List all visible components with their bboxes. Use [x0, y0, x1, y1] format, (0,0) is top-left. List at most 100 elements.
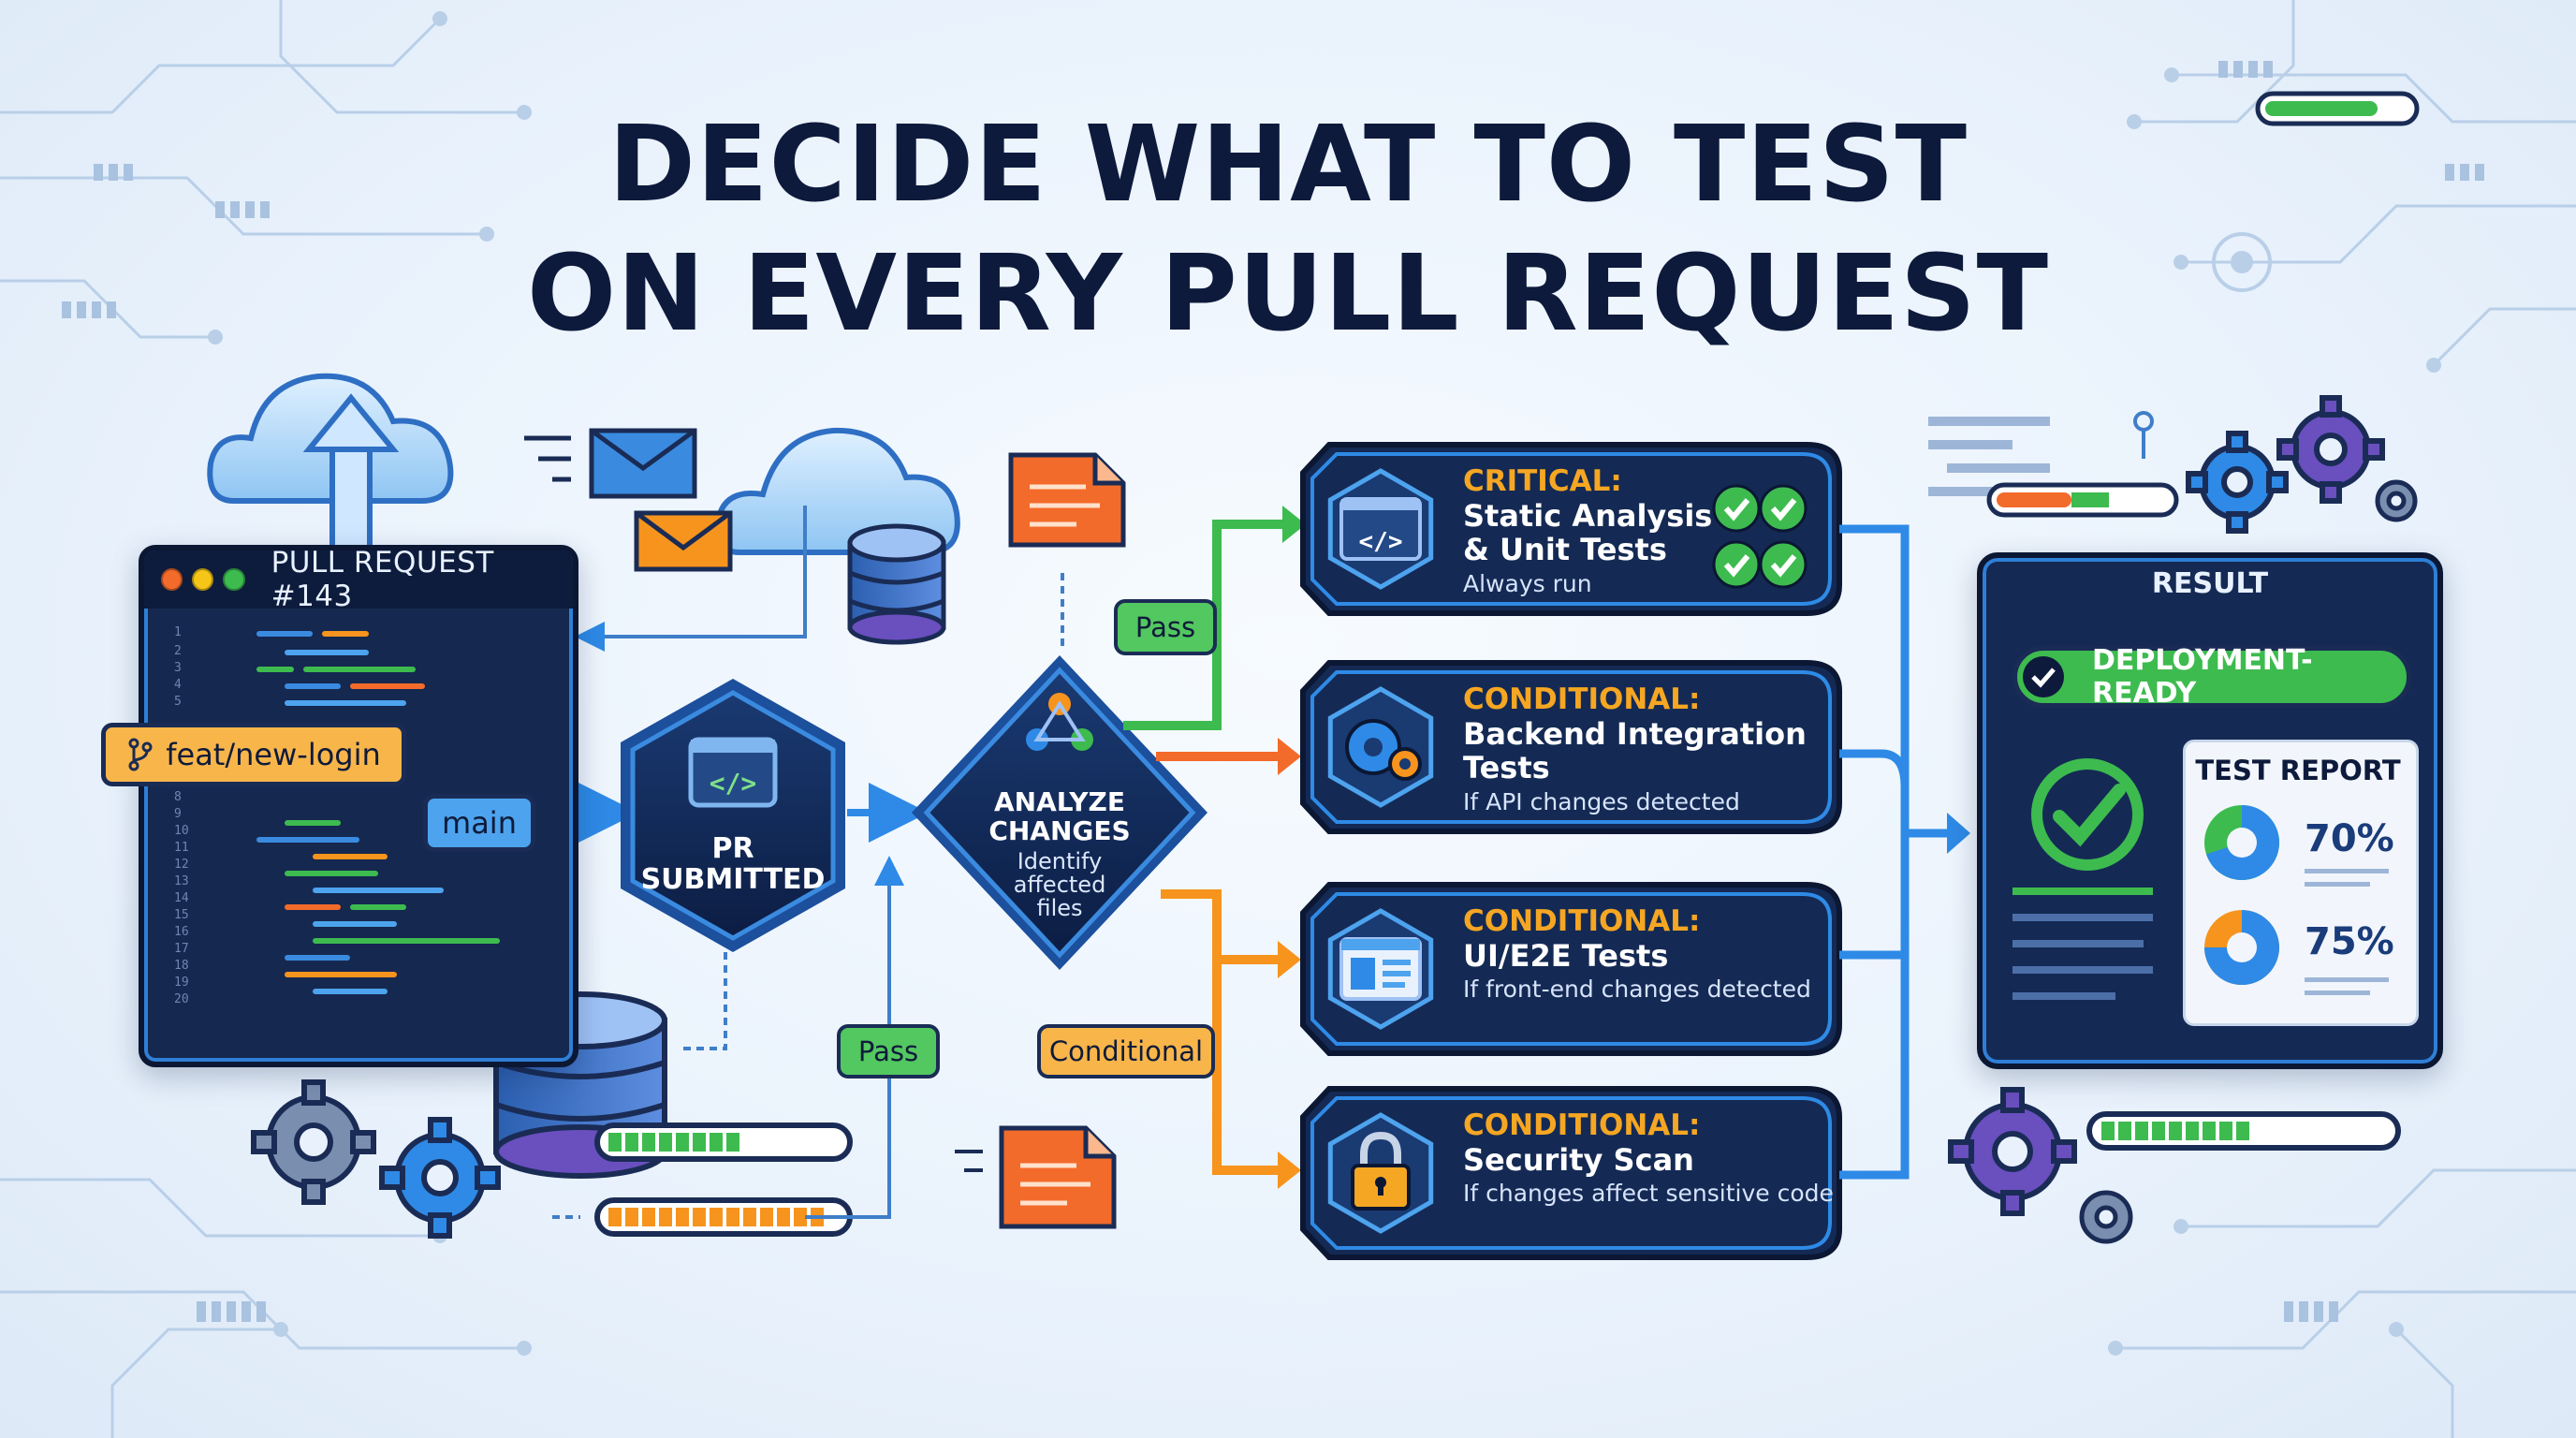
test-card-4 [1300, 1086, 1842, 1260]
line-number: 8 [174, 790, 182, 804]
line-number: 13 [174, 874, 189, 888]
result-title: RESULT [2151, 567, 2269, 600]
code-line [350, 683, 425, 689]
test-name-cont: & Unit Tests [1463, 532, 1667, 568]
svg-text:</>: </> [710, 768, 757, 799]
line-number: 3 [174, 661, 182, 675]
pass-label-bottom: Pass [837, 1024, 940, 1078]
pie-hole [2227, 828, 2257, 858]
code-line [256, 667, 294, 672]
main-branch-pill: main [423, 794, 535, 852]
test-condition: Always run [1463, 570, 1592, 598]
gear-icon [2276, 395, 2385, 504]
gear-icon [251, 1079, 376, 1205]
code-line [285, 904, 341, 910]
code-line [313, 921, 397, 927]
feature-branch-pill: feat/new-login [101, 723, 406, 786]
line-number: 11 [174, 841, 189, 855]
code-brackets-icon: </> [1339, 497, 1422, 561]
code-line [313, 989, 388, 994]
check-icon [2023, 656, 2064, 697]
analyze-changes-label: ANALYZE CHANGES Identify affected files [947, 787, 1172, 921]
analyze-changes-node [912, 655, 1208, 970]
analyze-line-2: CHANGES [988, 814, 1131, 846]
test-category: CONDITIONAL: [1463, 682, 1701, 716]
main-branch-label: main [442, 805, 517, 841]
pr-submitted-line-1: PR [711, 832, 754, 865]
gear-icon [1345, 719, 1422, 781]
close-dot[interactable] [161, 568, 183, 591]
test-category: CRITICAL: [1463, 464, 1622, 498]
code-line [313, 854, 388, 859]
browser-window-icon [1339, 937, 1422, 1001]
line-number: 17 [174, 942, 189, 956]
test-card-3 [1300, 882, 1842, 1056]
analyze-sub-1: Identify [1017, 847, 1103, 874]
test-card-2 [1300, 660, 1842, 834]
line-number: 5 [174, 695, 182, 709]
deployment-ready-badge: DEPLOYMENT-READY [2012, 644, 2411, 710]
test-condition: If front-end changes detected [1463, 976, 1811, 1004]
test-condition: If changes affect sensitive code [1463, 1180, 1834, 1208]
code-line [285, 700, 406, 706]
test-name: UI/E2E Tests [1463, 937, 1669, 974]
code-line [285, 972, 397, 977]
coverage-pies [2204, 805, 2280, 985]
code-line [350, 904, 406, 910]
database-icon [847, 523, 946, 645]
code-line [313, 938, 500, 944]
gear-icon [2186, 431, 2289, 534]
document-icon [1008, 452, 1126, 548]
gear-icon [2079, 1190, 2133, 1244]
test-category: CONDITIONAL: [1463, 1108, 1701, 1142]
test-name: Backend Integration [1463, 715, 1807, 752]
line-number: 12 [174, 858, 189, 872]
test-name-cont: Tests [1463, 750, 1550, 786]
pull-request-title: PULL REQUEST #143 [271, 546, 494, 613]
code-line [285, 955, 350, 961]
test-name: Security Scan [1463, 1141, 1694, 1178]
code-line [313, 888, 444, 893]
line-number: 2 [174, 644, 182, 658]
line-number: 10 [174, 824, 189, 838]
line-number: 14 [174, 891, 189, 905]
window-title-bar: PULL REQUEST #143 [144, 550, 573, 613]
pie-hole [2227, 932, 2257, 962]
check-icon [1759, 540, 1808, 589]
envelope-icon [634, 510, 733, 572]
check-icon [1759, 484, 1808, 533]
test-name: Static Analysis [1463, 497, 1713, 534]
svg-text:</>: </> [1359, 528, 1403, 556]
padlock-icon [1351, 1131, 1411, 1211]
line-number: 19 [174, 976, 189, 990]
code-line [322, 631, 369, 637]
check-icon [1712, 484, 1761, 533]
coverage-value-1: 70% [2305, 817, 2394, 860]
line-number: 20 [174, 992, 189, 1006]
document-icon [955, 1125, 1117, 1229]
gear-icon [379, 1117, 501, 1239]
coverage-value-2: 75% [2305, 920, 2394, 963]
code-line [303, 667, 416, 672]
git-branch-icon [128, 738, 153, 771]
maximize-dot[interactable] [223, 568, 245, 591]
deployment-ready-label: DEPLOYMENT-READY [2092, 644, 2313, 710]
code-line [285, 820, 341, 826]
feature-branch-label: feat/new-login [166, 737, 381, 772]
analyze-subtext: Identify affected files [947, 847, 1172, 921]
headline-line-1: DECIDE WHAT TO TEST [607, 104, 1969, 226]
code-line [285, 650, 369, 655]
analyze-sub-2: affected [1013, 871, 1106, 898]
line-number: 15 [174, 908, 189, 922]
test-category: CONDITIONAL: [1463, 904, 1701, 938]
gear-icon [2375, 479, 2418, 522]
check-icon [1712, 540, 1761, 589]
analyze-sub-3: files [1036, 894, 1083, 921]
minimize-dot[interactable] [192, 568, 214, 591]
test-report-title: TEST REPORT [2195, 755, 2401, 786]
